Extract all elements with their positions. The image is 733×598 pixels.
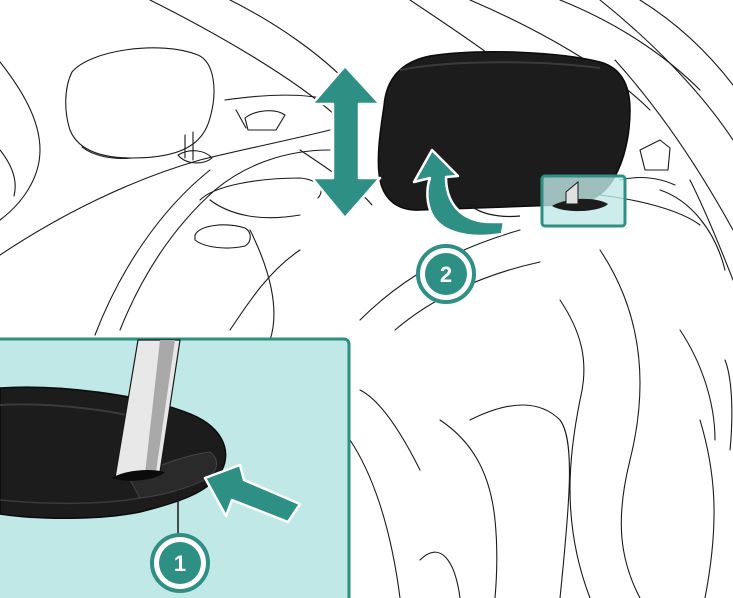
detail-inset: 1 (0, 339, 349, 598)
guide-highlight-box (542, 176, 625, 226)
callout-1-label: 1 (174, 551, 186, 576)
vertical-arrow-icon (312, 66, 380, 218)
callout-2: 2 (418, 246, 474, 302)
callout-2-label: 2 (440, 262, 452, 287)
callout-1: 1 (152, 535, 208, 591)
